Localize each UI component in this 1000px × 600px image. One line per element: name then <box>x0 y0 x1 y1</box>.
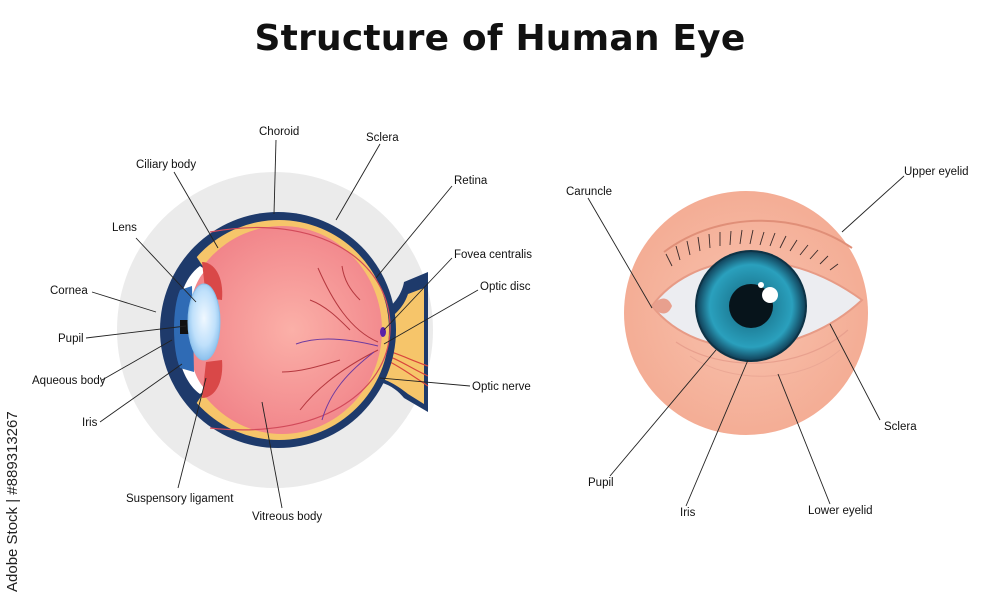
label-fovea-centralis: Fovea centralis <box>454 249 532 261</box>
label-caruncle: Caruncle <box>566 186 612 198</box>
label-cornea: Cornea <box>50 285 88 297</box>
lens-shape <box>188 284 220 360</box>
label-sclera: Sclera <box>366 132 399 144</box>
label-optic-disc: Optic disc <box>480 281 531 293</box>
label-choroid: Choroid <box>259 126 299 138</box>
highlight-large <box>762 287 778 303</box>
highlight-small <box>758 282 764 288</box>
label-retina: Retina <box>454 175 488 187</box>
eye-cross-section: Choroid Sclera Ciliary body Retina Lens … <box>32 126 532 523</box>
label-pupil: Pupil <box>58 333 84 345</box>
label-sclera-front: Sclera <box>884 421 917 433</box>
label-iris-front: Iris <box>680 507 696 519</box>
label-lower-eyelid: Lower eyelid <box>808 505 873 517</box>
label-suspensory-ligament: Suspensory ligament <box>126 493 234 505</box>
label-aqueous-body: Aqueous body <box>32 375 106 387</box>
label-vitreous-body: Vitreous body <box>252 511 322 523</box>
label-ciliary-body: Ciliary body <box>136 159 196 171</box>
eye-front-view: Caruncle Upper eyelid Sclera Pupil Iris … <box>566 166 969 519</box>
label-pupil-front: Pupil <box>588 477 614 489</box>
label-lens: Lens <box>112 222 137 234</box>
label-upper-eyelid: Upper eyelid <box>904 166 969 178</box>
label-optic-nerve: Optic nerve <box>472 381 531 393</box>
label-iris: Iris <box>82 417 98 429</box>
